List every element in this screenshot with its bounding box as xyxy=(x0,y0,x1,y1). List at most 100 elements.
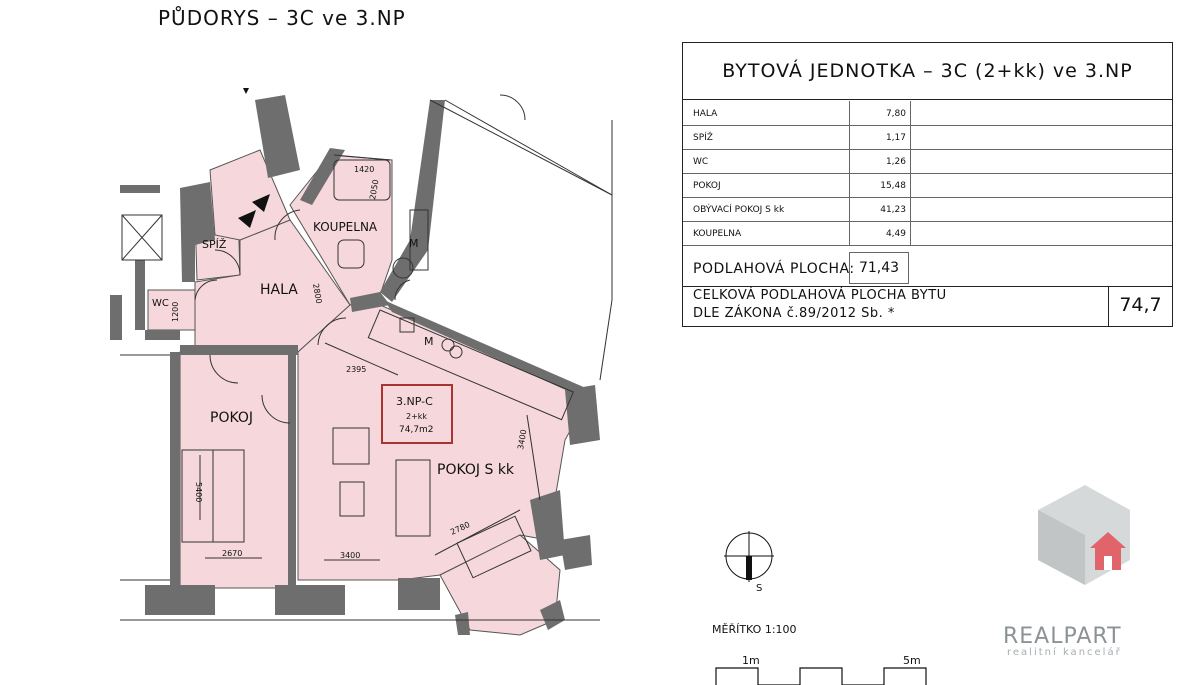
wall xyxy=(110,295,122,340)
wall xyxy=(145,585,215,615)
entrance-arrows xyxy=(238,88,270,228)
unit-tag-box xyxy=(381,384,453,444)
washbasin xyxy=(337,239,365,269)
scale-label-1m: 1m xyxy=(742,654,760,667)
total-area-row: CELKOVÁ PODLAHOVÁ PLOCHA BYTU DLE ZÁKONA… xyxy=(683,286,1172,326)
toilet-bowl xyxy=(392,257,414,279)
bathtub xyxy=(333,159,391,201)
door-arc xyxy=(274,209,301,241)
logo-door-icon xyxy=(1104,556,1112,570)
sink xyxy=(399,317,415,333)
unit-tag-type: 2+kk xyxy=(406,412,427,421)
area-table: BYTOVÁ JEDNOTKA – 3C (2+kk) ve 3.NP HALA… xyxy=(682,42,1173,327)
floor-area-row: PODLAHOVÁ PLOCHA: 71,43 xyxy=(683,249,1172,287)
room-name: KOUPELNA xyxy=(693,229,742,239)
kitchen-unit xyxy=(409,209,429,271)
room-label-koupelna: KOUPELNA xyxy=(313,220,378,234)
entrance-arrow-icon xyxy=(252,194,270,212)
logo-tagline: realitní kancelář xyxy=(1007,647,1122,658)
wall xyxy=(120,185,160,193)
entrance-arrow-icon xyxy=(243,88,249,94)
wall xyxy=(530,490,565,560)
dimension-label: 1420 xyxy=(354,165,374,174)
door-arc xyxy=(261,394,291,424)
room-area: 1,17 xyxy=(849,125,911,149)
dimension-label: 2670 xyxy=(222,549,242,558)
unit-tag-area: 74,7m2 xyxy=(399,425,434,435)
wall xyxy=(565,385,600,445)
dim-line xyxy=(434,509,521,556)
dim-line xyxy=(324,342,399,376)
room-name: SPÍŽ xyxy=(693,133,713,143)
room-area: 15,48 xyxy=(849,173,911,197)
dim-line xyxy=(526,414,541,501)
wall xyxy=(255,95,300,178)
floor-area-value: 71,43 xyxy=(849,252,909,284)
scale-bar: 1m 5m xyxy=(715,654,927,685)
table-row: WC 1,26 xyxy=(683,149,1172,174)
table-row: HALA 7,80 xyxy=(683,101,1172,126)
scale-label-5m: 5m xyxy=(903,654,921,667)
wall xyxy=(380,100,445,302)
wall xyxy=(288,352,296,588)
logo-name: REALPART xyxy=(1003,624,1122,649)
table-row: POKOJ 15,48 xyxy=(683,173,1172,198)
fixture-label: M xyxy=(424,335,434,348)
wall xyxy=(350,292,390,312)
area-table-title: BYTOVÁ JEDNOTKA – 3C (2+kk) ve 3.NP xyxy=(683,43,1172,100)
dimension-label: 3400 xyxy=(516,429,528,451)
wall xyxy=(384,300,595,400)
room-label-spiz: SPÍŽ xyxy=(202,238,227,251)
floor-area-label: PODLAHOVÁ PLOCHA: xyxy=(693,261,855,277)
dimension-label: 1200 xyxy=(171,302,180,322)
wall xyxy=(398,578,440,610)
walls xyxy=(110,95,600,635)
hob xyxy=(441,338,455,352)
dimension-label: 5400 xyxy=(194,482,203,502)
window-line xyxy=(429,99,613,196)
total-area-label-line1: CELKOVÁ PODLAHOVÁ PLOCHA BYTU xyxy=(693,288,947,303)
compass-needle-icon xyxy=(746,556,752,580)
fixture-label: M xyxy=(409,237,419,250)
hob xyxy=(449,345,463,359)
total-area-label-line2: DLE ZÁKONA č.89/2012 Sb. * xyxy=(693,306,895,321)
room-name: HALA xyxy=(693,109,718,119)
room-fill-bay xyxy=(439,534,561,636)
room-fill-corridor xyxy=(209,149,291,241)
door-arc xyxy=(499,94,526,121)
door-arc xyxy=(209,354,239,384)
thin-lines xyxy=(120,94,613,621)
total-area-value: 74,7 xyxy=(1108,286,1172,326)
wall xyxy=(180,182,215,282)
entrance-arrow-icon xyxy=(238,210,256,228)
room-label-hala: HALA xyxy=(260,282,298,298)
room-area: 41,23 xyxy=(849,197,911,221)
door-arc xyxy=(194,279,218,301)
room-area: 7,80 xyxy=(849,101,911,125)
wall xyxy=(135,260,145,330)
wall xyxy=(455,612,470,635)
bath-outline xyxy=(333,154,391,161)
table-row: SPÍŽ 1,17 xyxy=(683,125,1172,150)
room-name: OBÝVACÍ POKOJ S kk xyxy=(693,205,785,215)
table-row: KOUPELNA 4,49 xyxy=(683,221,1172,246)
room-label-living: POKOJ S kk xyxy=(437,462,515,478)
staircase xyxy=(121,214,163,261)
scale-caption: MĚŘÍTKO 1:100 xyxy=(712,623,797,636)
unit-tag-code: 3.NP-C xyxy=(396,395,433,408)
room-area: 1,26 xyxy=(849,149,911,173)
dining-table xyxy=(456,515,532,579)
room-name: WC xyxy=(693,157,709,167)
sofa xyxy=(395,459,431,537)
dimension-label: 2395 xyxy=(346,365,366,374)
wall xyxy=(560,535,592,570)
room-name: POKOJ xyxy=(693,181,721,191)
logo-shape xyxy=(1038,510,1085,585)
wall xyxy=(300,148,345,205)
door-arc xyxy=(214,249,241,276)
dimension-label: 2050 xyxy=(368,179,380,201)
page-title: PŮDORYS – 3C ve 3.NP xyxy=(158,6,406,30)
armchair xyxy=(332,427,370,465)
table-row: OBÝVACÍ POKOJ S kk 41,23 xyxy=(683,197,1172,222)
